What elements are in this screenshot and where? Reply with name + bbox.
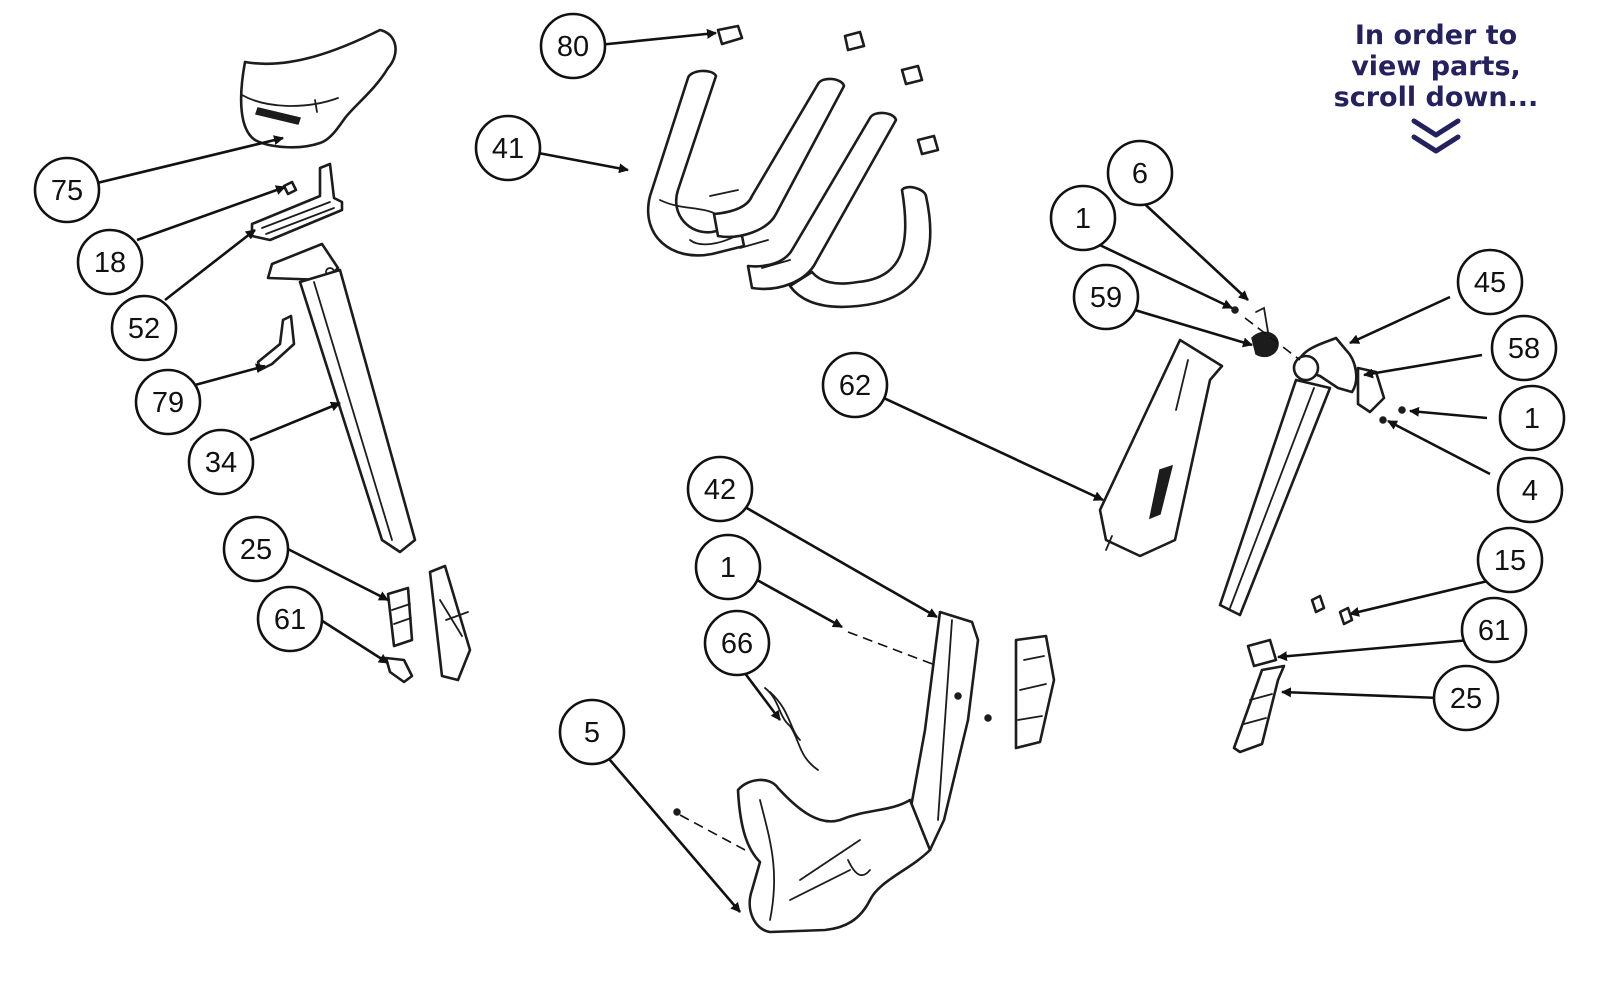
svg-text:61: 61 [1478, 615, 1510, 647]
scroll-down-notice: In order to view parts, scroll down... [1316, 20, 1556, 157]
cable-clip-part [764, 687, 819, 771]
callout-6: 6 [1106, 139, 1174, 207]
svg-text:42: 42 [704, 474, 736, 506]
leader-lines [96, 28, 1493, 913]
callout-52: 52 [110, 294, 178, 362]
callout-1-right: 1 [1498, 384, 1566, 452]
pin-right-part [1246, 638, 1278, 668]
svg-text:4: 4 [1522, 475, 1538, 507]
callout-58: 58 [1490, 314, 1558, 382]
svg-text:58: 58 [1508, 333, 1540, 365]
post-insert-right-part [1232, 664, 1286, 754]
svg-text:5: 5 [584, 717, 600, 749]
notice-line-2: view parts, [1351, 51, 1521, 82]
callout-42: 42 [686, 455, 754, 523]
svg-text:1: 1 [720, 552, 736, 584]
svg-text:52: 52 [128, 313, 160, 345]
svg-text:25: 25 [1450, 683, 1482, 715]
callout-1-frame: 1 [694, 533, 762, 601]
right-assembly [1098, 306, 1406, 754]
svg-text:6: 6 [1132, 158, 1148, 190]
side-bracket-part [1014, 634, 1056, 750]
notice-line-3: scroll down... [1333, 82, 1539, 113]
callout-balloons: 75 18 52 79 34 25 61 80 41 1 66 42 5 62 … [33, 12, 1566, 766]
handlebar-part [647, 69, 932, 309]
notice-line-1: In order to [1354, 20, 1518, 51]
callout-75: 75 [33, 156, 101, 224]
knob-part [1251, 306, 1279, 358]
base-frame-part [673, 778, 932, 934]
adjust-lever-part [256, 314, 296, 372]
svg-text:59: 59 [1090, 282, 1122, 314]
svg-text:79: 79 [152, 387, 184, 419]
callout-61-right: 61 [1460, 596, 1528, 664]
svg-text:18: 18 [94, 247, 126, 279]
svg-text:66: 66 [721, 628, 753, 660]
callout-59: 59 [1072, 263, 1140, 331]
seat-part [239, 28, 397, 149]
callout-1-top: 1 [1049, 184, 1117, 252]
svg-text:61: 61 [274, 604, 306, 636]
callout-34: 34 [187, 428, 255, 496]
callout-18: 18 [76, 228, 144, 296]
end-cap-part [716, 24, 940, 156]
callout-5: 5 [558, 698, 626, 766]
callout-80: 80 [539, 12, 607, 80]
callout-25-left: 25 [222, 515, 290, 583]
callout-66: 66 [703, 609, 771, 677]
svg-text:34: 34 [205, 447, 237, 479]
callout-62: 62 [821, 351, 889, 419]
pin-left-part [384, 656, 414, 684]
callout-45: 45 [1456, 248, 1524, 316]
alignment-lines [679, 317, 1301, 851]
svg-text:25: 25 [240, 534, 272, 566]
svg-text:45: 45 [1474, 267, 1506, 299]
callout-79: 79 [134, 368, 202, 436]
frame-tube-part [903, 610, 992, 852]
svg-text:15: 15 [1494, 545, 1526, 577]
seat-slider-part [250, 162, 344, 242]
seat-post-part [266, 242, 417, 554]
callout-41: 41 [474, 114, 542, 182]
svg-text:62: 62 [839, 370, 871, 402]
svg-text:80: 80 [557, 31, 589, 63]
cover-panel-part [1098, 338, 1224, 558]
callout-15: 15 [1476, 526, 1544, 594]
svg-text:75: 75 [51, 175, 83, 207]
seat-clamp-knob-part [282, 180, 298, 196]
handlebar-assembly [647, 24, 940, 309]
seat-assembly [239, 28, 472, 684]
callout-25-right: 25 [1432, 664, 1500, 732]
double-chevron-down-icon[interactable] [1410, 117, 1462, 157]
svg-text:1: 1 [1075, 203, 1091, 235]
frame-assembly [673, 610, 1056, 934]
bracket-part [1218, 336, 1386, 617]
callout-4: 4 [1496, 456, 1564, 524]
callout-61-left: 61 [256, 585, 324, 653]
svg-text:1: 1 [1524, 403, 1540, 435]
svg-text:41: 41 [492, 133, 524, 165]
post-insert-left-part [386, 564, 472, 682]
